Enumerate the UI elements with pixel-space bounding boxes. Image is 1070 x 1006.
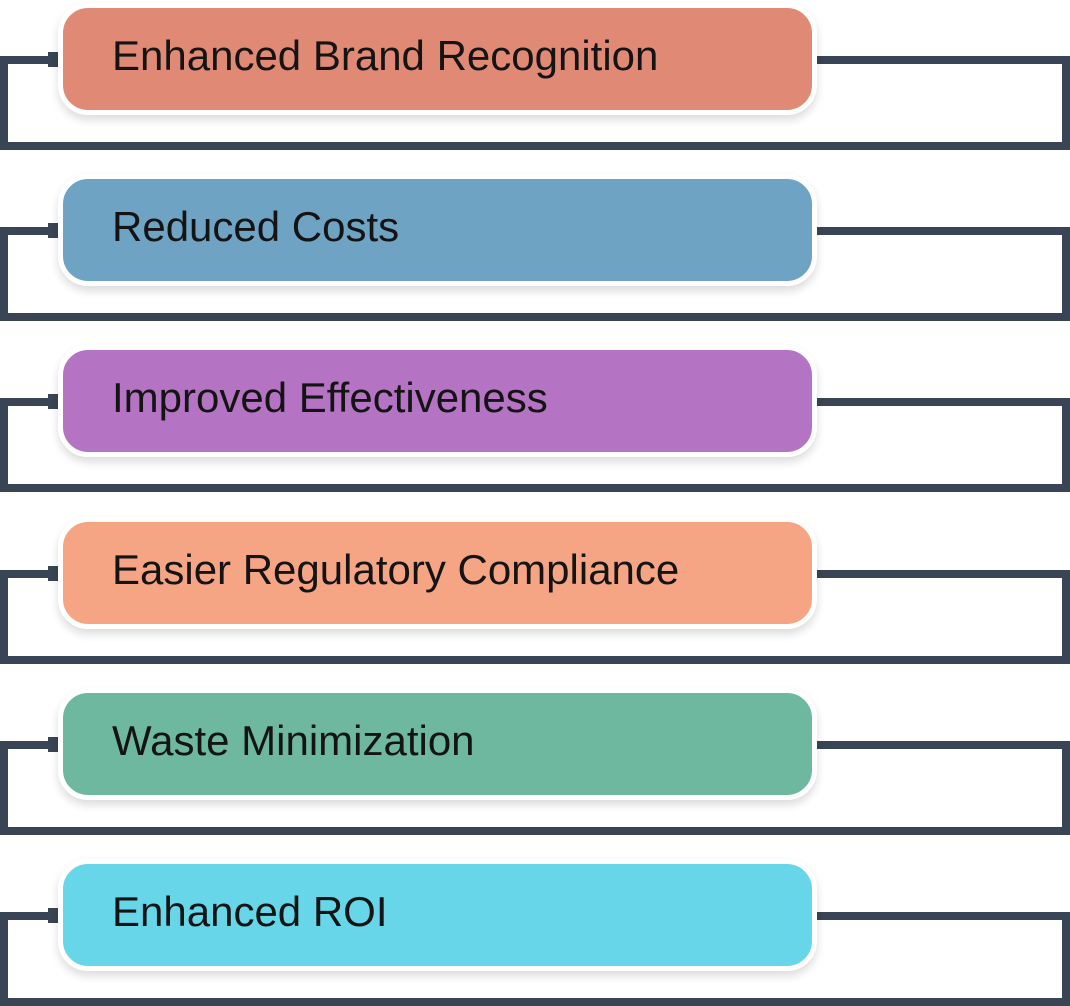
- benefit-pill: Easier Regulatory Compliance: [58, 517, 817, 629]
- benefit-row: Enhanced Brand Recognition: [0, 3, 1070, 151]
- connector-nub: [48, 223, 60, 238]
- benefit-row: Waste Minimization: [0, 688, 1070, 836]
- benefit-row: Reduced Costs: [0, 174, 1070, 322]
- benefit-row: Improved Effectiveness: [0, 345, 1070, 493]
- connector-nub: [48, 52, 60, 67]
- benefit-row: Enhanced ROI: [0, 859, 1070, 1006]
- connector-nub: [48, 908, 60, 923]
- benefit-pill: Enhanced Brand Recognition: [58, 3, 817, 115]
- benefit-pill: Reduced Costs: [58, 174, 817, 286]
- benefit-pill: Enhanced ROI: [58, 859, 817, 971]
- benefit-row: Easier Regulatory Compliance: [0, 517, 1070, 665]
- connector-nub: [48, 737, 60, 752]
- benefit-pill: Waste Minimization: [58, 688, 817, 800]
- connector-nub: [48, 566, 60, 581]
- benefit-pill: Improved Effectiveness: [58, 345, 817, 457]
- connector-nub: [48, 394, 60, 409]
